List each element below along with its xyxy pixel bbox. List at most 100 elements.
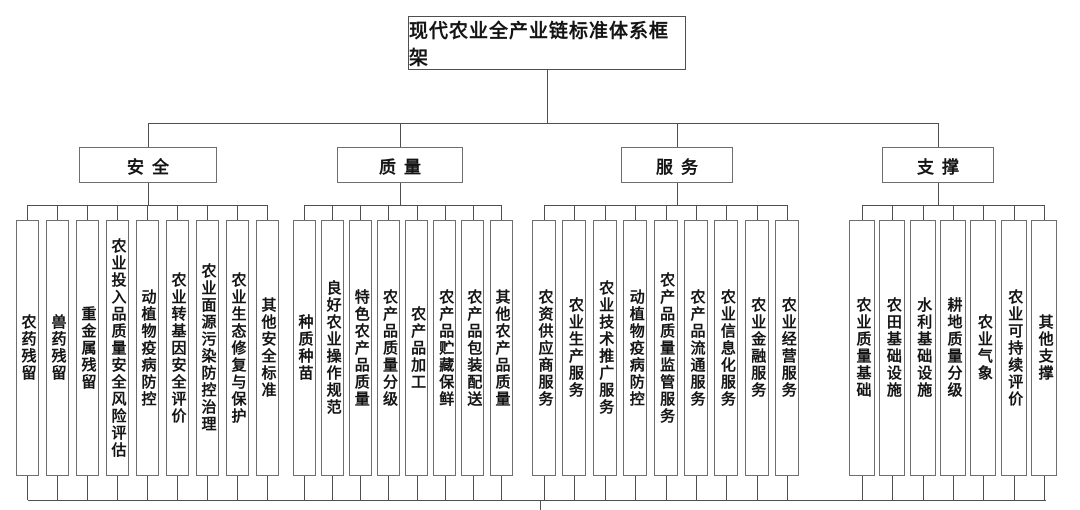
leaf-bottom-stub-line xyxy=(726,476,728,500)
leaf-bottom-stub-line xyxy=(237,476,238,500)
leaf-bottom-stub-line xyxy=(922,476,924,500)
leaf-stub-line xyxy=(416,205,418,220)
leaf-bottom-stub-line xyxy=(665,476,667,500)
leaf-box: 兽药残留 xyxy=(45,220,69,476)
leaf-box: 动植物疫病防控 xyxy=(623,220,648,476)
leaf-stub-line xyxy=(726,205,728,220)
leaf-bottom-stub-line xyxy=(604,476,606,500)
leaf-stub-line xyxy=(953,205,955,220)
leaf-bottom-stub-line xyxy=(147,476,148,500)
leaf-box: 重金属残留 xyxy=(75,220,99,476)
main-bus-line xyxy=(148,123,938,124)
branch-box-1: 安全 xyxy=(79,147,217,183)
leaf-box: 其他支撑 xyxy=(1031,220,1058,476)
leaf-bottom-stub-line xyxy=(696,476,697,500)
leaf-bottom-stub-line xyxy=(862,476,863,500)
leaf-stub-line xyxy=(147,205,148,220)
leaf-stub-line xyxy=(756,205,758,220)
leaf-stub-line xyxy=(27,205,28,220)
leaf-stub-line xyxy=(117,205,118,220)
leaf-box: 动植物疫病防控 xyxy=(135,220,159,476)
leaf-box: 水利基础设施 xyxy=(909,220,936,476)
leaf-box: 耕地质量分级 xyxy=(940,220,967,476)
leaf-box: 农业信息化服务 xyxy=(714,220,739,476)
leaf-box: 种质种苗 xyxy=(292,220,316,476)
leaf-stub-line xyxy=(544,205,545,220)
leaf-bottom-stub-line xyxy=(472,476,474,500)
leaf-bottom-stub-line xyxy=(635,476,637,500)
leaf-box: 农业质量基础 xyxy=(849,220,875,476)
leaf-box: 农产品流通服务 xyxy=(684,220,708,476)
leaf-bottom-stub-line xyxy=(332,476,334,500)
leaf-bottom-stub-line xyxy=(388,476,390,500)
leaf-stub-line xyxy=(922,205,924,220)
leaf-stub-line xyxy=(604,205,606,220)
leaf-stub-line xyxy=(472,205,474,220)
leaf-box: 农产品包装配送 xyxy=(461,220,485,476)
leaf-bottom-stub-line xyxy=(267,476,268,500)
leaf-stub-line xyxy=(1044,205,1046,220)
leaf-stub-line xyxy=(237,205,238,220)
leaf-bottom-stub-line xyxy=(756,476,758,500)
diagram-title: 现代农业全产业链标准体系框架 xyxy=(408,16,686,70)
branch-connector-line xyxy=(938,183,939,205)
branch-connector-line xyxy=(677,183,678,205)
leaf-box: 农业生态修复与保护 xyxy=(225,220,249,476)
leaf-bottom-stub-line xyxy=(1013,476,1015,500)
branch-box-2: 质量 xyxy=(337,147,463,183)
leaf-box: 农资供应商服务 xyxy=(532,220,556,476)
leaf-stub-line xyxy=(57,205,58,220)
title-connector-line xyxy=(547,70,548,123)
leaf-bottom-stub-line xyxy=(416,476,418,500)
leaf-bottom-stub-line xyxy=(304,476,305,500)
leaf-bottom-stub-line xyxy=(544,476,545,500)
leaf-box: 农产品质量监管服务 xyxy=(653,220,678,476)
branch-connector-line xyxy=(148,183,149,205)
leaf-stub-line xyxy=(87,205,88,220)
branch-box-3: 服务 xyxy=(621,147,733,183)
leaf-box: 农产品贮藏保鲜 xyxy=(433,220,457,476)
leaf-stub-line xyxy=(574,205,576,220)
leaf-box: 农业生产服务 xyxy=(562,220,587,476)
leaf-bottom-stub-line xyxy=(177,476,178,500)
leaf-box: 其他农产品质量 xyxy=(489,220,513,476)
leaf-box: 农业可持续评价 xyxy=(1000,220,1027,476)
leaf-bottom-stub-line xyxy=(57,476,58,500)
leaf-stub-line xyxy=(696,205,697,220)
leaf-box: 农产品加工 xyxy=(405,220,429,476)
leaf-stub-line xyxy=(665,205,667,220)
leaf-stub-line xyxy=(388,205,390,220)
leaf-box: 农产品质量分级 xyxy=(376,220,400,476)
leaf-stub-line xyxy=(892,205,894,220)
leaf-bottom-stub-line xyxy=(892,476,894,500)
leaf-bottom-stub-line xyxy=(1044,476,1046,500)
leaf-bottom-stub-line xyxy=(953,476,955,500)
leaf-bottom-stub-line xyxy=(87,476,88,500)
leaf-box: 农业金融服务 xyxy=(744,220,769,476)
leaf-box: 良好农业操作规范 xyxy=(320,220,344,476)
leaf-box: 农业经营服务 xyxy=(775,220,800,476)
leaf-stub-line xyxy=(332,205,334,220)
group-connector-line xyxy=(304,205,502,206)
branch-stub-line xyxy=(938,123,939,147)
bottom-drop-line xyxy=(540,500,541,510)
leaf-bottom-stub-line xyxy=(360,476,362,500)
leaf-bottom-stub-line xyxy=(207,476,208,500)
leaf-stub-line xyxy=(983,205,985,220)
leaf-bottom-stub-line xyxy=(444,476,446,500)
branch-connector-line xyxy=(400,183,401,205)
leaf-box: 农业面源污染防控治理 xyxy=(195,220,219,476)
leaf-stub-line xyxy=(787,205,789,220)
leaf-box: 农业投入品质量安全风险评估 xyxy=(105,220,129,476)
leaf-bottom-stub-line xyxy=(787,476,789,500)
leaf-stub-line xyxy=(304,205,305,220)
leaf-stub-line xyxy=(177,205,178,220)
leaf-box: 农田基础设施 xyxy=(879,220,906,476)
leaf-box: 农业技术推广服务 xyxy=(592,220,617,476)
leaf-box: 农药残留 xyxy=(15,220,39,476)
leaf-box: 农业气象 xyxy=(970,220,997,476)
branch-box-4: 支撑 xyxy=(882,147,994,183)
branch-stub-line xyxy=(677,123,678,147)
branch-stub-line xyxy=(400,123,401,147)
